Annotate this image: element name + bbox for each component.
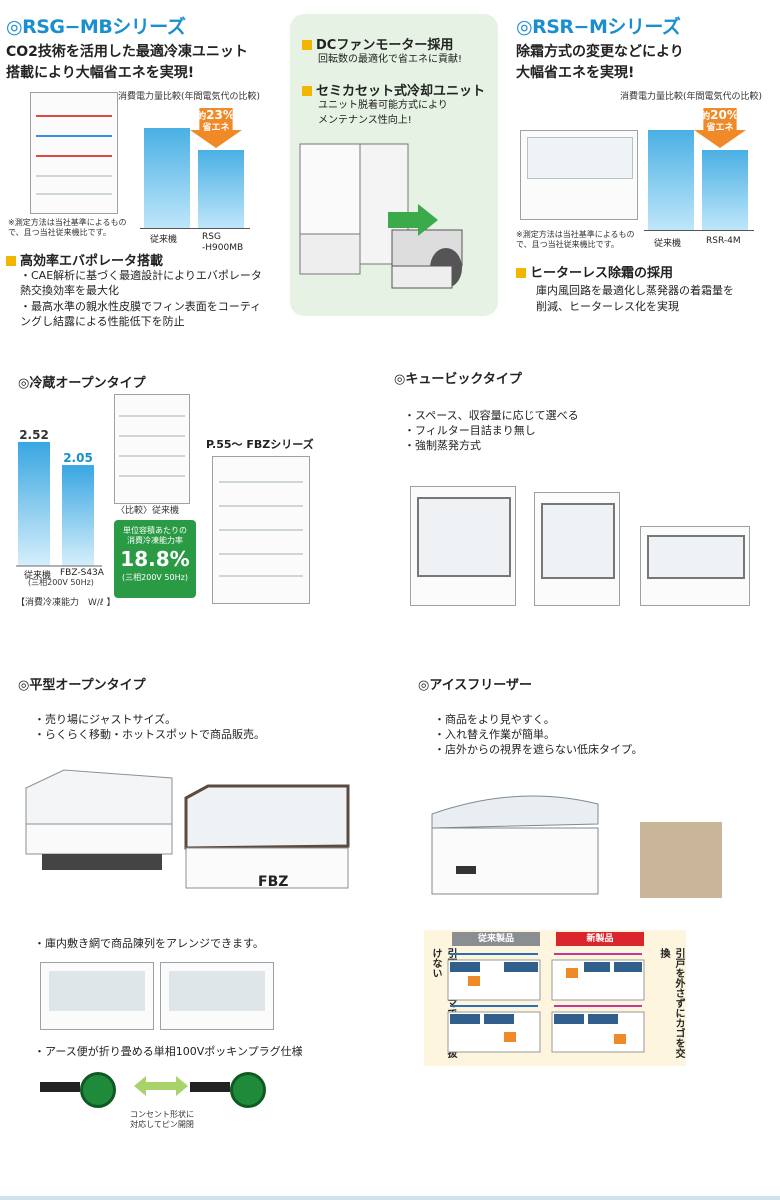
flat-net-image-1 — [40, 962, 154, 1030]
rsr-badge-prefix: 約 — [701, 112, 711, 122]
ice-left-vertical: 引戸がジャマでカゴが抜けない — [430, 948, 456, 1058]
cubic-title: ◎キュービックタイプ — [394, 372, 522, 387]
rsg-label-new-2: -H900MB — [202, 243, 244, 253]
rsg-label-new: RSG -H900MB — [202, 232, 243, 254]
flat-title: ◎平型オープンタイプ — [18, 678, 146, 693]
rsg-badge-suffix: 省エネ — [202, 123, 230, 133]
rsr-feature-text2: 削減、ヒーターレス化を実現 — [536, 300, 679, 313]
flat-item-2: ・らくらく移動・ホットスポットで商品販売。 — [34, 728, 265, 741]
flat-fbz-label: FBZ — [258, 874, 289, 890]
cassette-unit-diagram — [299, 143, 463, 289]
rsg-feature-item-2: ・最高水準の親水性皮膜でフィン表面をコーティングし結露による性能低下を防止 — [20, 300, 262, 328]
rsr-line2: 大幅省エネを実現! — [516, 65, 635, 81]
rsr-title: ◎RSR−Mシリーズ — [516, 16, 681, 38]
cubic-case-large — [410, 486, 516, 606]
bottom-rule — [0, 1196, 780, 1200]
rsg-feature-head: 高効率エバポレータ搭載 — [6, 250, 163, 269]
ice-item-3: ・店外からの視界を遮らない低床タイプ。 — [434, 743, 643, 756]
ice-title: ◎アイスフリーザー — [418, 678, 533, 693]
reizo-label-old: 従来機 — [24, 571, 52, 581]
plug-caption-1: コンセント形状に — [130, 1110, 194, 1119]
reizo-bar-0 — [18, 441, 50, 566]
rsg-line2: 搭載により大幅省エネを実現! — [6, 65, 195, 81]
reizo-label-new: FBZ-S43A — [60, 568, 104, 578]
cubic-item-3: ・強制蒸発方式 — [404, 439, 481, 452]
ice-detail-photo — [640, 822, 722, 898]
flat-item-1: ・売り場にジャストサイズ。 — [34, 713, 177, 726]
ice-right-vertical: 引戸を外さずにカゴを交換 — [658, 948, 684, 1058]
rsr-chart-caption: 消費電力量比較(年間電気代の比較) — [620, 92, 763, 102]
reizo-bar-value-1: 2.05 — [63, 451, 93, 465]
rsr-badge-value: 20% — [710, 108, 739, 122]
reizo-old-case-image — [114, 394, 190, 504]
reizo-badge-line2: 消費冷凍能力率 — [127, 536, 183, 545]
rsg-bar-new — [198, 150, 244, 228]
reizo-label-cond: (三相200V 50Hz) — [28, 578, 94, 587]
cubic-case-medium — [534, 492, 620, 606]
ice-item-1: ・商品をより見やすく。 — [434, 713, 555, 726]
center-head1: DCファンモーター採用 — [302, 34, 453, 53]
rsg-label-new-1: RSG — [202, 232, 221, 242]
reizo-bar-value-0: 2.52 — [19, 428, 49, 442]
rsg-badge-value: 23% — [206, 108, 235, 122]
reizo-badge-value: 18.8% — [120, 547, 190, 571]
rsg-savings-badge: 約23% 省エネ — [190, 108, 242, 148]
rsr-savings-badge: 約20% 省エネ — [694, 108, 746, 148]
reizo-badge-cond: (三相200V 50Hz) — [122, 573, 188, 582]
rsr-label-old: 従来機 — [654, 239, 682, 249]
center-text2b: メンテナンス性向上! — [318, 115, 412, 126]
ice-item-2: ・入れ替え作業が簡単。 — [434, 728, 555, 741]
plug-image-right — [190, 1068, 280, 1112]
rsg-axis — [140, 228, 250, 229]
plug-caption-2: 対応してピン開閉 — [130, 1120, 194, 1129]
reizo-title: ◎冷蔵オープンタイプ — [18, 376, 146, 391]
rsg-line1: CO2技術を活用した最適冷凍ユニット — [6, 44, 248, 60]
rsg-product-image — [30, 92, 118, 214]
reizo-footnote: 【消費冷凍能力 W/ℓ 】 — [16, 598, 116, 608]
center-text1: 回転数の最適化で省エネに貢献! — [318, 54, 463, 65]
reizo-fbz-case-image — [212, 456, 310, 604]
rsr-feature-head: ヒーターレス除霜の採用 — [516, 262, 673, 281]
rsr-label-new: RSR-4M — [706, 236, 741, 246]
rsr-product-image — [520, 130, 638, 220]
flat-net-image-2 — [160, 962, 274, 1030]
rsr-bar-new — [702, 150, 748, 230]
flat-net-text: ・庫内敷き網で商品陳列をアレンジできます。 — [34, 937, 264, 950]
rsg-chart-caption: 消費電力量比較(年間電気代の比較) — [118, 92, 261, 102]
rsg-badge-prefix: 約 — [197, 112, 207, 122]
cubic-item-2: ・フィルター目詰まり無し — [404, 424, 536, 437]
reizo-badge: 単位容積あたりの 消費冷凍能力率 18.8% (三相200V 50Hz) — [114, 520, 196, 598]
ice-compare-diagram — [447, 953, 645, 1053]
cubic-item-1: ・スペース、収容量に応じて選べる — [404, 409, 579, 422]
reizo-series-label: P.55〜 FBZシリーズ — [206, 438, 314, 451]
rsr-axis — [644, 230, 754, 231]
rsr-badge-suffix: 省エネ — [706, 123, 734, 133]
rsg-label-old: 従来機 — [150, 235, 178, 245]
reizo-badge-line1: 単位容積あたりの — [123, 526, 187, 535]
plug-image-left — [40, 1068, 130, 1112]
ice-new-label: 新製品 — [556, 932, 644, 946]
flat-case-fbz-image — [184, 784, 350, 889]
reizo-bar-1 — [62, 465, 94, 566]
cubic-case-small — [640, 526, 750, 606]
flat-case-left-image — [25, 769, 173, 870]
rsr-feature-text1: 庫内風回路を最適化し蒸発器の着霜量を — [536, 284, 734, 297]
flat-plug-text: ・アース便が折り畳める単相100Vポッキンプラグ仕様 — [34, 1045, 303, 1058]
rsg-bar-old — [144, 128, 190, 228]
center-text2a: ユニット脱着可能方式により — [318, 100, 448, 111]
ice-old-label: 従来製品 — [452, 932, 540, 946]
center-head2: セミカセット式冷却ユニット — [302, 80, 485, 99]
reizo-bar-chart: 2.52 2.05 — [16, 428, 102, 567]
reizo-compare-caption: 〈比較〉従来機 — [116, 506, 180, 516]
rsr-line1: 除霜方式の変更などにより — [516, 44, 684, 60]
plug-caption: コンセント形状に 対応してピン開閉 — [130, 1110, 194, 1130]
rsr-bar-old — [648, 130, 694, 230]
rsg-title: ◎RSG−MBシリーズ — [6, 16, 186, 38]
rsg-note: ※測定方法は当社基準によるもので、且つ当社従来機比です。 — [8, 218, 127, 237]
double-arrow-icon — [134, 1076, 188, 1096]
rsr-note: ※測定方法は当社基準によるもので、且つ当社従来機比です。 — [516, 230, 635, 249]
ice-freezer-image — [431, 795, 599, 895]
rsg-feature-item-1: ・CAE解析に基づく最適設計によりエバポレータ熱交換効率を最大化 — [20, 269, 262, 297]
